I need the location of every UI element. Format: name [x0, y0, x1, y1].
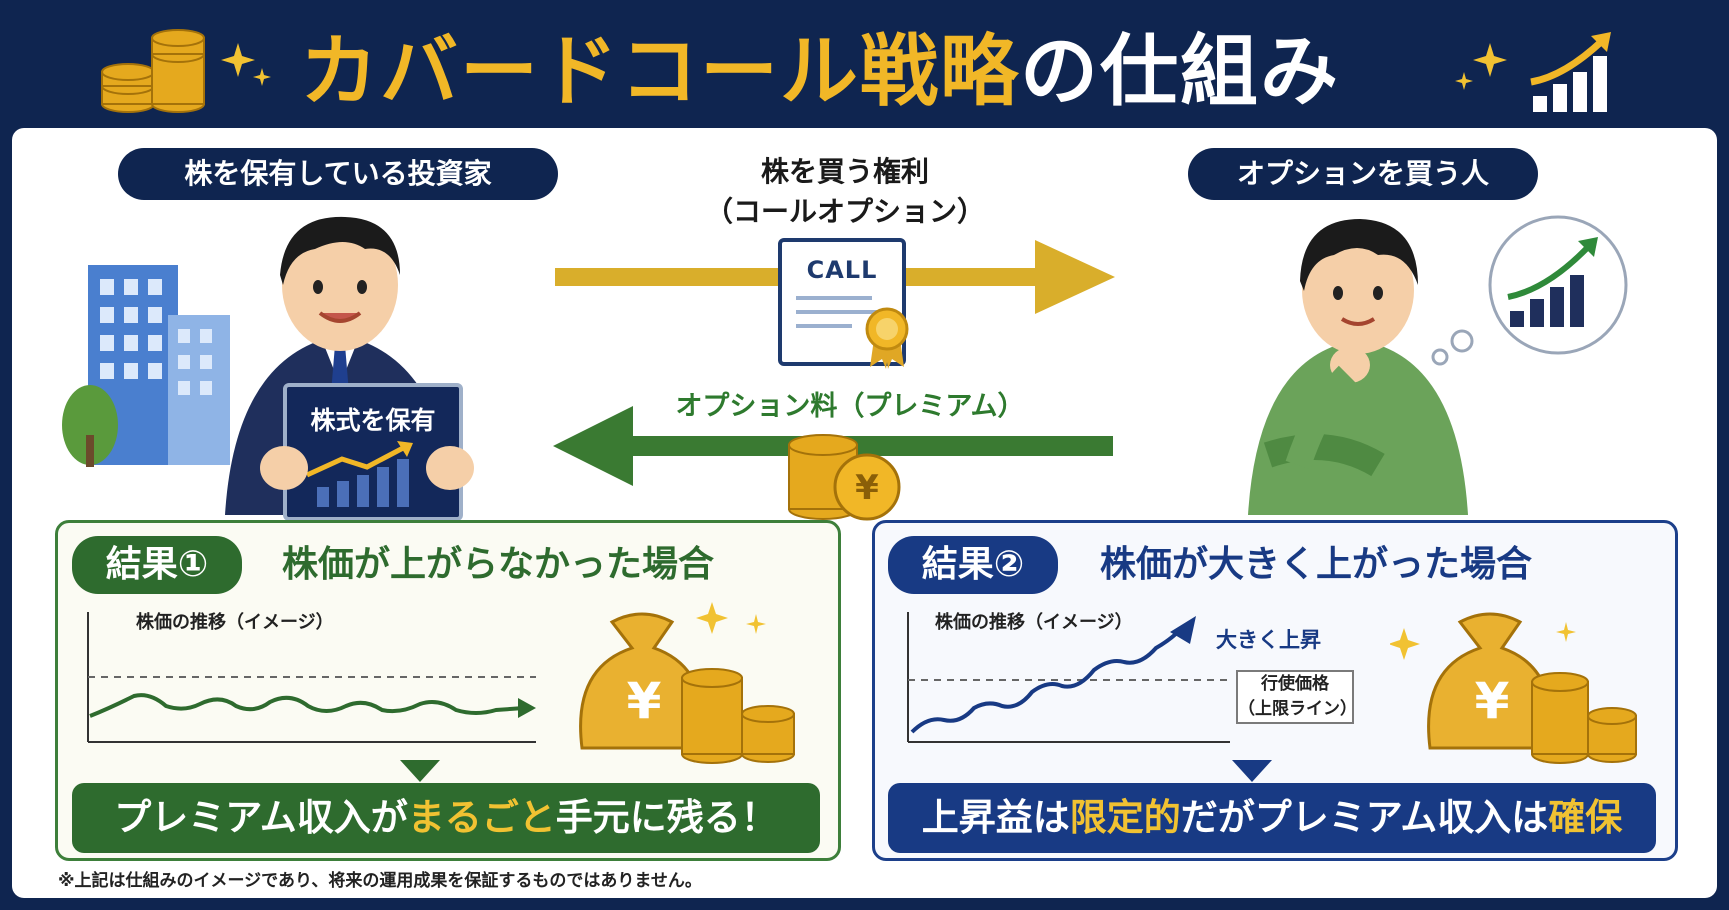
- price-arrowhead: [518, 698, 536, 718]
- result1-banner-highlight: まるごと: [407, 796, 556, 839]
- call-right-line1: 株を買う権利: [760, 155, 929, 188]
- price-arrowhead: [1170, 616, 1196, 644]
- investor-hands: [260, 446, 474, 490]
- result1-banner: プレミアム収入がまるごと手元に残る！: [72, 783, 820, 853]
- sparkle-icon: [221, 43, 271, 86]
- result2-banner-highlight2: 確保: [1548, 796, 1623, 839]
- page-title: カバードコール戦略の仕組み: [300, 26, 1430, 118]
- title-accent: カバードコール戦略: [300, 27, 1021, 117]
- building-icon: [62, 265, 230, 467]
- result1-price-chart: [87, 612, 536, 743]
- investor-label: 株を保有している投資家: [118, 148, 558, 200]
- bag-yen-symbol: ¥: [627, 672, 662, 730]
- result1-chart-caption: 株価の推移（イメージ）: [136, 612, 334, 633]
- certificate-label: CALL: [806, 256, 878, 284]
- rise-label: 大きく上昇: [1216, 628, 1321, 652]
- board-label: 株式を保有: [310, 406, 436, 435]
- result2-banner-pre: 上昇益は: [921, 796, 1070, 839]
- result2-banner: 上昇益は限定的だがプレミアム収入は確保: [888, 783, 1656, 853]
- title-rest: の仕組み: [1020, 27, 1341, 117]
- result2-price-chart: [907, 612, 1230, 743]
- result2-title: 株価が大きく上がった場合: [1100, 544, 1533, 585]
- header: カバードコール戦略の仕組み: [0, 18, 1729, 118]
- bag-yen-symbol: ¥: [1475, 672, 1510, 730]
- premium-label: オプション料（プレミアム）: [675, 391, 1025, 422]
- strike-line2: （上限ライン）: [1238, 699, 1357, 719]
- result2-banner-mid: だがプレミアム収入は: [1180, 796, 1549, 839]
- holding-board: 株式を保有: [283, 383, 463, 521]
- growth-chart-icon: [1530, 32, 1611, 112]
- yen-symbol: ¥: [855, 468, 879, 508]
- premium-arrow-left: [553, 406, 1113, 486]
- option-buyer-figure: [1248, 219, 1468, 515]
- price-line: [89, 693, 525, 718]
- certificate-lines-icon: [796, 296, 878, 328]
- call-right-label: 株を買う権利 （コールオプション）: [635, 152, 1055, 232]
- money-bag-icon: ¥: [1390, 612, 1637, 764]
- sparkle-icon: [1455, 43, 1507, 90]
- yen-coins-icon: ¥: [788, 434, 901, 521]
- footnote: ※上記は仕組みのイメージであり、将来の運用成果を保証するものではありません。: [58, 871, 702, 891]
- result2-down-arrow-icon: [1232, 760, 1272, 782]
- result1-banner-post: 手元に残る！: [555, 796, 778, 839]
- strike-line1: 行使価格: [1261, 674, 1329, 694]
- result1-title: 株価が上がらなかった場合: [282, 544, 715, 585]
- thought-bubble: [1431, 215, 1628, 366]
- money-bag-icon: ¥: [579, 602, 795, 764]
- result2-chart-caption: 株価の推移（イメージ）: [935, 612, 1133, 633]
- result1-banner-pre: プレミアム収入が: [114, 796, 408, 839]
- result1-down-arrow-icon: [400, 760, 440, 782]
- result2-tag: 結果②: [888, 536, 1058, 594]
- call-right-line2: （コールオプション）: [704, 195, 985, 228]
- board-chart-icon: [305, 441, 413, 507]
- coin-stack-icon: [101, 29, 205, 113]
- price-line: [910, 628, 1182, 734]
- result1-tag: 結果①: [72, 536, 242, 594]
- option-buyer-label: オプションを買う人: [1188, 148, 1538, 200]
- result2-banner-highlight1: 限定的: [1069, 796, 1181, 839]
- ribbon-seal-icon: [865, 307, 909, 369]
- strike-price-box: 行使価格 （上限ライン）: [1236, 670, 1357, 724]
